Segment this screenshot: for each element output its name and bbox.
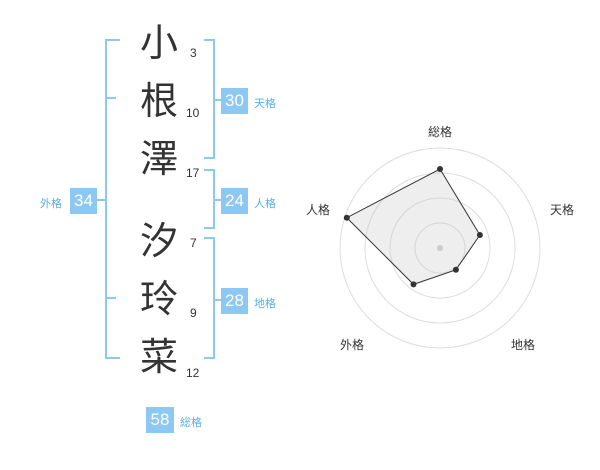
soukaku-label: 総格 [180,416,202,429]
tenkaku-label: 天格 [254,97,276,110]
chikaku-bracket [204,237,215,359]
stroke-count-3: 17 [186,166,200,180]
tenkaku-value: 30 [221,88,248,114]
radar-label-chikaku: 地格 [511,338,536,352]
radar-point-3 [452,266,459,273]
radar-point-2 [476,232,483,238]
radar-ring-1 [414,222,466,274]
stroke-count-6: 12 [186,366,200,380]
soukaku-value: 58 [146,407,174,433]
radar-ring-2 [389,197,491,299]
radar-label-soukaku: 総格 [428,125,453,139]
stroke-count-2: 10 [186,106,200,120]
radar-polygon [345,168,481,285]
name-char-1: 小 [140,21,179,65]
radar-label-jinkaku: 人格 [306,203,331,217]
name-char-6: 菜 [140,335,179,379]
radar-ring-4 [339,147,541,349]
jinkaku-label: 人格 [254,197,276,210]
name-char-4: 汐 [140,219,179,263]
name-char-3: 澤 [140,137,179,181]
stroke-count-5: 9 [190,306,197,320]
stroke-count-1: 3 [190,46,197,60]
radar-ring-3 [364,172,516,324]
gaikaku-value: 34 [70,188,97,214]
gaikaku-label: 外格 [40,197,62,210]
stroke-count-4: 7 [190,236,197,250]
radar-center [437,245,443,251]
jinkaku-value: 24 [221,188,248,214]
radar-label-tenkaku: 天格 [550,203,575,217]
radar-point-1 [437,166,443,172]
radar-label-gaikaku: 外格 [340,338,365,352]
name-char-2: 根 [140,79,179,123]
chikaku-value: 28 [221,288,248,314]
radar-point-4 [410,281,417,288]
name-char-5: 玲 [140,277,179,321]
radar-point-5 [343,214,350,221]
chikaku-label: 地格 [254,297,276,310]
